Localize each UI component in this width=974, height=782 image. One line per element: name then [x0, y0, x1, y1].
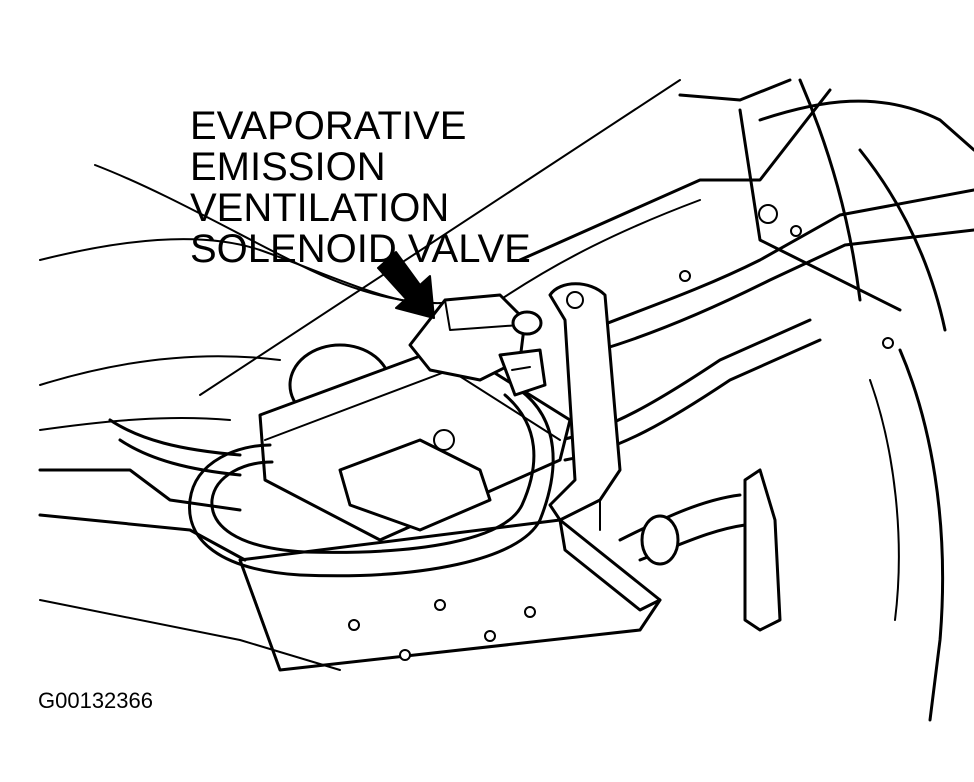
vacuum-hose: [118, 438, 242, 477]
body-contour-line: [39, 417, 231, 431]
body-contour-line: [39, 238, 431, 306]
side-panel: [743, 468, 782, 632]
body-contour-line: [199, 79, 681, 396]
vapor-hose: [588, 188, 974, 332]
plate-hole: [484, 630, 496, 642]
callout-line: EMISSION: [190, 145, 386, 189]
vacuum-hose: [108, 418, 242, 457]
wheel-well-outline: [898, 348, 945, 722]
callout-label: EVAPORATIVE EMISSION VENTILATION SOLENOI…: [190, 106, 531, 270]
strut-tower-outline: [738, 108, 902, 312]
mounting-bracket: [548, 282, 622, 522]
body-contour-line: [39, 355, 281, 386]
solenoid-valve: [408, 293, 527, 382]
plate-hole: [434, 599, 446, 611]
frame-rail: [678, 78, 792, 102]
bracket-foot: [558, 518, 662, 612]
lower-frame: [39, 599, 341, 671]
vapor-hose: [598, 228, 974, 352]
solenoid-housing-face: [338, 438, 492, 532]
frame-rail: [518, 88, 832, 262]
figure-id: G00132366: [38, 688, 153, 713]
connector-clip: [511, 366, 531, 371]
strut-tower-outline: [758, 99, 974, 152]
vapor-hose: [618, 493, 742, 542]
callout-line: EVAPORATIVE: [190, 104, 467, 148]
bolt-hole: [882, 337, 894, 349]
callout-line: VENTILATION: [190, 186, 450, 230]
lower-frame: [38, 468, 242, 512]
plate-hole: [348, 619, 360, 631]
grommet: [640, 514, 680, 566]
bracket-bolt: [566, 291, 584, 309]
wheel-well-outline: [869, 379, 900, 621]
bolt-hole: [679, 270, 691, 282]
plate-hole: [399, 649, 411, 661]
housing-bolt: [433, 429, 455, 451]
callout-arrow-icon: [377, 251, 435, 319]
strut-tower-outline: [798, 78, 862, 302]
plate-hole: [524, 606, 536, 618]
vacuum-hose-loop: [188, 388, 555, 578]
lower-frame: [38, 513, 247, 562]
bolt-hole: [790, 225, 802, 237]
valve-port: [511, 310, 543, 336]
callout-line: SOLENOID VALVE: [190, 227, 531, 271]
solenoid-valve-edge: [444, 299, 521, 331]
mounting-plate-edge: [239, 559, 281, 671]
electrical-connector: [498, 348, 547, 397]
strut-tower-outline: [858, 148, 947, 332]
body-contour-line: [499, 199, 701, 301]
vacuum-hose-loop: [210, 393, 536, 554]
bolt-hole: [758, 204, 778, 224]
